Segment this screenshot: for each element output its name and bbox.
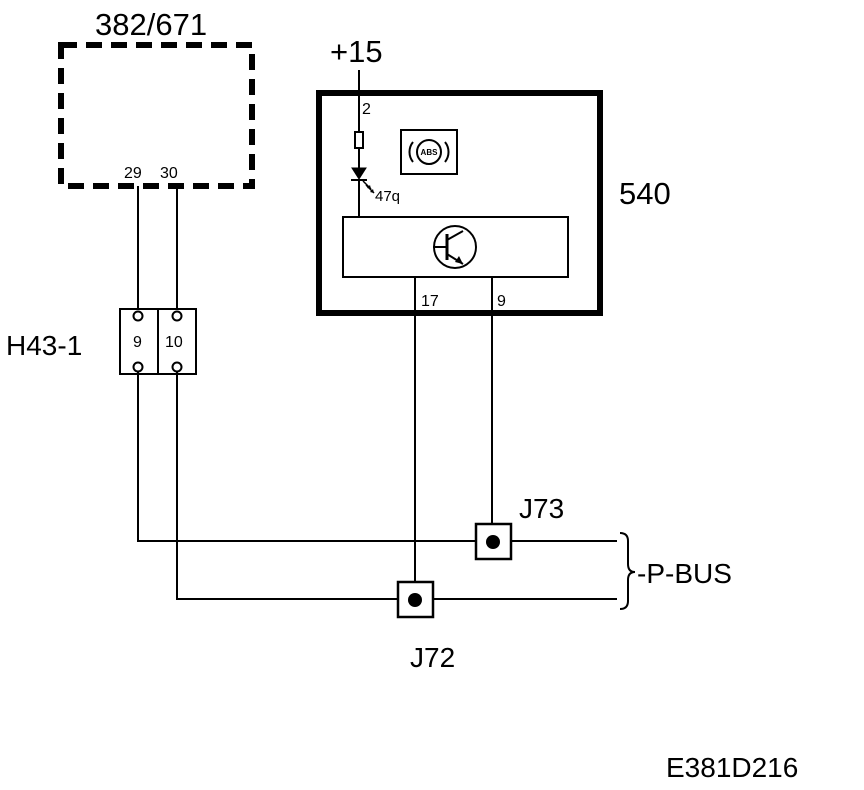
junction-j72-dot: [408, 593, 422, 607]
connector-pin-terminal: [171, 361, 183, 373]
connector-h43-1: 9 10 H43-1: [6, 308, 197, 375]
wire-h43-pin9-to-bus: [137, 372, 617, 542]
connector-pin-terminal: [171, 310, 183, 322]
junction-j73-box: [474, 522, 513, 561]
wire-h43-pin10-to-bus: [176, 372, 617, 600]
junction-j73-dot: [486, 535, 500, 549]
junction-j72-label: J72: [410, 642, 455, 673]
fuse-symbol: [354, 131, 364, 149]
component-540: 540 2 47q ABS: [316, 90, 671, 316]
led-symbol: [351, 167, 375, 194]
p-bus-label: -P-BUS: [637, 558, 732, 589]
component-382-671-box: [58, 42, 255, 189]
component-382-671: 382/671 29 30: [58, 7, 255, 189]
lamp-label: 47q: [375, 188, 400, 205]
abs-icon-text: ABS: [421, 148, 439, 157]
reference-code: E381D216: [666, 752, 798, 783]
pin-29-label: 29: [124, 165, 142, 182]
supply-label: +15: [330, 34, 383, 69]
pin-17-label: 17: [421, 293, 439, 310]
connector-pin-9-label: 9: [133, 334, 142, 351]
p-bus-brace: [619, 532, 636, 610]
connector-pin-terminal: [132, 310, 144, 322]
abs-warning-icon: ABS: [400, 129, 458, 175]
pin-2-label: 2: [362, 101, 371, 118]
pin-30-label: 30: [160, 165, 178, 182]
pin-9-label: 9: [497, 293, 506, 310]
component-382-671-label: 382/671: [95, 7, 207, 42]
component-540-label: 540: [619, 176, 671, 211]
junction-j73: J73: [474, 493, 564, 561]
component-540-box: [316, 90, 603, 316]
transistor-icon: [433, 225, 477, 269]
connector-pin-terminal: [132, 361, 144, 373]
connector-pin-10-label: 10: [165, 334, 183, 351]
junction-j72: J72: [396, 580, 455, 673]
junction-j73-label: J73: [519, 493, 564, 524]
connector-h43-1-label: H43-1: [6, 330, 82, 361]
